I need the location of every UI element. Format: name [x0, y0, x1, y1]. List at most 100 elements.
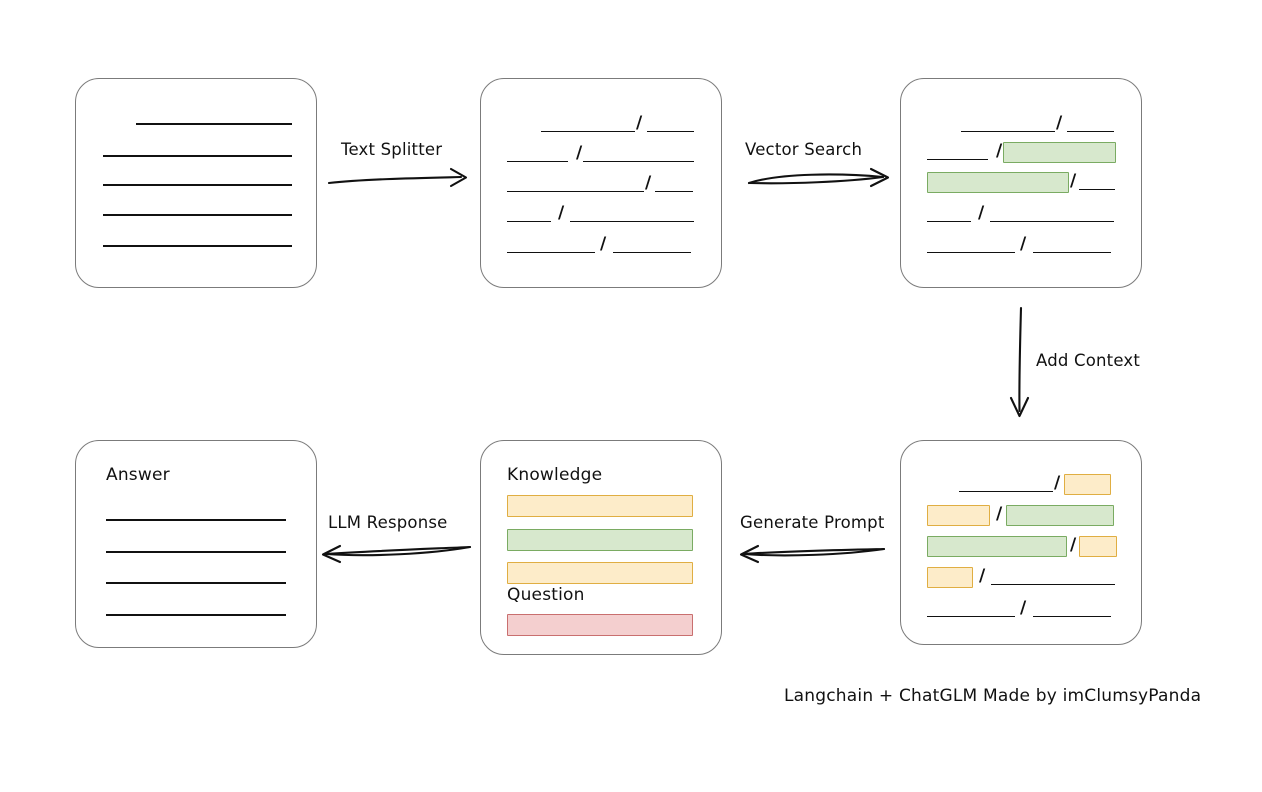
- chunk-row-highlighted: /: [901, 171, 1141, 193]
- answer-line: [106, 519, 286, 521]
- context-row: /: [901, 535, 1141, 557]
- arrow-shaft-llm-response: [321, 544, 472, 564]
- prompt-body: Knowledge Question: [481, 441, 721, 654]
- chunk-segment: [570, 221, 695, 222]
- arrow-llm-response: LLM Response: [320, 508, 475, 568]
- arrow-text-splitter: Text Splitter: [325, 140, 475, 200]
- arrow-add-context: Add Context: [1000, 305, 1170, 423]
- chunk-segment: [507, 221, 551, 222]
- chunk-segment: [507, 252, 595, 253]
- chunk-highlight-green: [1006, 504, 1115, 526]
- chunk-segment: [583, 161, 695, 162]
- arrow-generate-prompt: Generate Prompt: [738, 508, 888, 568]
- answer-line: [106, 582, 286, 584]
- chunk-segment: [927, 221, 971, 222]
- arrow-label-llm-response: LLM Response: [328, 513, 448, 532]
- card-answer[interactable]: Answer: [75, 440, 317, 648]
- chunk-segment: [927, 159, 988, 160]
- answer-line: [106, 551, 286, 553]
- question-bar-red: [507, 614, 693, 636]
- chunk-highlight-yellow: [1079, 535, 1118, 557]
- chunk-highlight-green: [927, 535, 1067, 557]
- context-chunks-body: / / / /: [901, 441, 1141, 644]
- chunk-slash: /: [636, 112, 643, 133]
- doc-line: [103, 214, 292, 216]
- chunk-row: /: [901, 234, 1141, 256]
- chunk-slash: /: [1020, 233, 1027, 254]
- chunk-segment: [1067, 131, 1115, 132]
- chunk-segment: [1079, 189, 1116, 190]
- chunk-segment: [647, 131, 695, 132]
- chunk-segment: [927, 252, 1015, 253]
- context-row: /: [901, 473, 1141, 495]
- chunk-segment: [613, 252, 692, 253]
- chunk-segment: [961, 131, 1055, 132]
- chunk-row: /: [901, 113, 1141, 135]
- knowledge-bar-yellow: [507, 562, 693, 584]
- chunk-segment: [507, 191, 644, 192]
- chunk-slash: /: [600, 233, 607, 254]
- answer-label: Answer: [106, 465, 170, 485]
- source-document-body: [76, 79, 316, 287]
- knowledge-label: Knowledge: [507, 465, 603, 485]
- chunk-highlight-yellow: [927, 504, 990, 526]
- knowledge-bar-yellow: [507, 495, 693, 517]
- chunk-row: /: [481, 113, 721, 135]
- card-prompt[interactable]: Knowledge Question: [480, 440, 722, 655]
- arrow-label-add-context: Add Context: [1036, 351, 1141, 370]
- chunk-slash: /: [1070, 534, 1077, 555]
- doc-line: [136, 123, 292, 125]
- chunk-segment: [655, 191, 694, 192]
- chunk-slash: /: [1054, 472, 1061, 493]
- card-matched-chunks[interactable]: / / / /: [900, 78, 1142, 288]
- chunk-slash: /: [1056, 112, 1063, 133]
- chunk-highlight-green: [927, 171, 1069, 193]
- split-chunks-body: / / / /: [481, 79, 721, 287]
- chunk-row-highlighted: /: [901, 141, 1141, 163]
- arrow-shaft-generate-prompt: [739, 544, 886, 564]
- context-row: /: [901, 566, 1141, 588]
- answer-body: Answer: [76, 441, 316, 647]
- arrow-vector-search: Vector Search: [745, 135, 895, 200]
- chunk-segment: [990, 221, 1115, 222]
- arrow-label-generate-prompt: Generate Prompt: [740, 513, 885, 532]
- chunk-row: /: [901, 203, 1141, 225]
- chunk-segment: [507, 161, 568, 162]
- arrow-label-vector-search: Vector Search: [745, 140, 863, 159]
- knowledge-bar-green: [507, 529, 693, 551]
- chunk-slash: /: [645, 172, 652, 193]
- footer-credit: Langchain + ChatGLM Made by imClumsyPand…: [784, 686, 1202, 706]
- chunk-segment: [991, 584, 1116, 585]
- question-label: Question: [507, 585, 585, 605]
- card-context-chunks[interactable]: / / / /: [900, 440, 1142, 645]
- chunk-highlight-yellow: [1064, 473, 1112, 495]
- doc-line: [103, 184, 292, 186]
- chunk-highlight-yellow: [927, 566, 973, 588]
- answer-line: [106, 614, 286, 616]
- chunk-slash: /: [996, 503, 1003, 524]
- arrow-shaft-add-context: [1009, 306, 1030, 418]
- chunk-slash: /: [979, 565, 986, 586]
- matched-chunks-body: / / / /: [901, 79, 1141, 287]
- doc-line: [103, 155, 292, 157]
- chunk-slash: /: [978, 202, 985, 223]
- chunk-segment: [1033, 252, 1112, 253]
- chunk-row: /: [481, 173, 721, 195]
- chunk-segment: [927, 616, 1015, 617]
- chunk-row: /: [481, 203, 721, 225]
- chunk-slash: /: [558, 202, 565, 223]
- chunk-row: /: [481, 234, 721, 256]
- chunk-row: /: [481, 143, 721, 165]
- card-source-document[interactable]: [75, 78, 317, 288]
- context-row: /: [901, 504, 1141, 526]
- chunk-slash: /: [996, 140, 1003, 161]
- context-row: /: [901, 598, 1141, 620]
- card-split-chunks[interactable]: / / / /: [480, 78, 722, 288]
- arrow-shaft-text-splitter: [327, 167, 468, 188]
- chunk-segment: [1033, 616, 1112, 617]
- doc-line: [103, 245, 292, 247]
- chunk-slash: /: [1070, 170, 1077, 191]
- arrow-label-text-splitter: Text Splitter: [341, 140, 443, 159]
- chunk-segment: [541, 131, 635, 132]
